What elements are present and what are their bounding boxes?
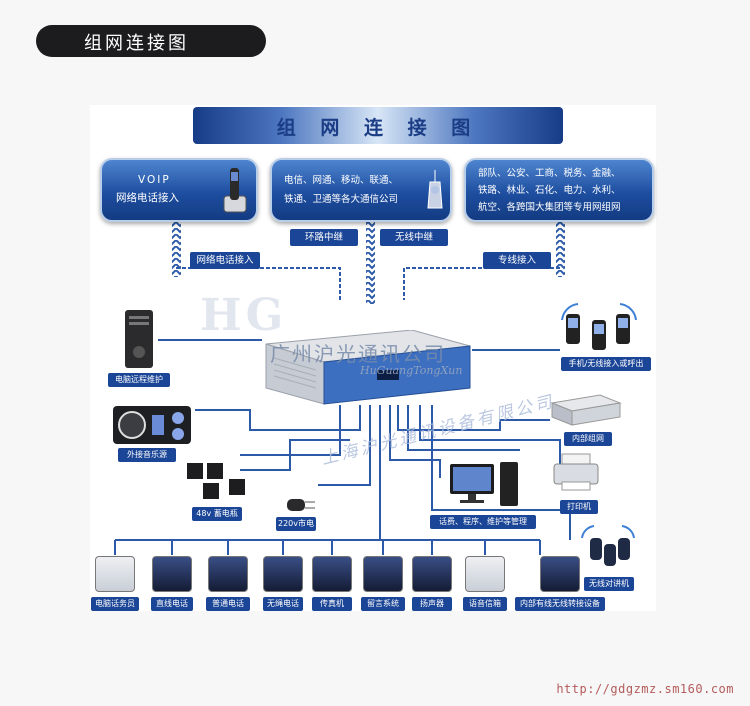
card-telecom: 电信、网通、移动、联通、 铁通、卫通等各大通信公司 [270, 158, 452, 222]
diagram-title-bar: 组 网 连 接 图 [193, 107, 563, 144]
card-private-line2: 铁路、林业、石化、电力、水利、 [478, 185, 621, 196]
ip-phone-icon [223, 168, 247, 213]
battery-icon [187, 463, 245, 499]
label-battery: 48v 蓄电瓶 [192, 507, 242, 521]
bottom-device-label: 内部有线无线转接设备 [515, 597, 605, 611]
bottom-device-label: 传真机 [312, 597, 352, 611]
card-private-line3: 航空、各跨国大集团等专用网组网 [478, 202, 621, 213]
internal-switch-icon [550, 394, 622, 426]
voicemail-icon [465, 556, 505, 592]
tag-wireless-relay: 无线中继 [380, 229, 448, 246]
label-music-source: 外接音乐源 [118, 448, 176, 462]
label-walkie-talkie: 无线对讲机 [584, 577, 634, 591]
card-private-network: 部队、公安、工商、税务、金融、 铁路、林业、石化、电力、水利、 航空、各跨国大集… [464, 158, 654, 222]
card-telecom-line1: 电信、网通、移动、联通、 [284, 175, 399, 186]
footer-url[interactable]: http://gdgzmz.sm160.com [556, 682, 734, 696]
tag-leased-line: 专线接入 [483, 252, 551, 269]
label-mains: 220v市电 [276, 517, 316, 531]
tower-icon [427, 170, 443, 209]
relay-device-icon [540, 556, 580, 592]
operator-console-icon [95, 556, 135, 592]
label-printer: 打印机 [560, 500, 598, 514]
cordless-phone-icon [263, 556, 303, 592]
tag-network-phone: 网络电话接入 [190, 252, 260, 269]
central-pbx-switch [265, 330, 471, 405]
music-source-icon [113, 406, 191, 444]
bottom-device-label: 电脑话务员 [91, 597, 139, 611]
bottom-device-label: 直线电话 [151, 597, 193, 611]
card-private-line1: 部队、公安、工商、税务、金融、 [478, 168, 621, 179]
phone-icon [208, 556, 248, 592]
fax-phone-icon [152, 556, 192, 592]
trunk-lines [114, 222, 571, 555]
speaker-icon [412, 556, 452, 592]
section-header: 组网连接图 [36, 25, 266, 57]
computer-icon [450, 462, 518, 506]
label-pc-maintenance: 电脑远程维护 [108, 373, 170, 387]
hub-watermark: 广州沪光通讯公司 [270, 342, 446, 366]
card-telecom-line2: 铁通、卫通等各大通信公司 [284, 194, 399, 205]
label-mobile: 手机/无线接入或呼出 [561, 357, 651, 371]
background-logo-watermark: HG [200, 290, 288, 341]
bottom-device-label: 普通电话 [206, 597, 250, 611]
bottom-device-label: 语音信箱 [463, 597, 507, 611]
fax-machine-icon [312, 556, 352, 592]
tag-loop-relay: 环路中继 [290, 229, 358, 246]
card-voip-line1: VOIP [138, 174, 171, 186]
card-voip: VOIP 网络电话接入 [100, 158, 258, 222]
section-title: 组网连接图 [84, 33, 189, 54]
bottom-device-label: 留言系统 [361, 597, 405, 611]
diagram-title: 组 网 连 接 图 [276, 117, 480, 139]
card-voip-line2: 网络电话接入 [116, 192, 179, 204]
pc-tower-icon [125, 310, 153, 368]
message-system-icon [363, 556, 403, 592]
hub-watermark-sub: HuGuangTongXun [360, 364, 463, 377]
label-internal-network: 内部组网 [564, 432, 612, 446]
power-plug-icon [287, 499, 315, 511]
label-management: 话费、程序、维护等管理 [430, 515, 536, 529]
mobile-phones-icon [561, 303, 637, 350]
bottom-device-label: 扬声器 [412, 597, 452, 611]
walkie-talkie-icon [581, 525, 635, 566]
bottom-device-label: 无绳电话 [263, 597, 303, 611]
printer-icon [553, 453, 599, 491]
